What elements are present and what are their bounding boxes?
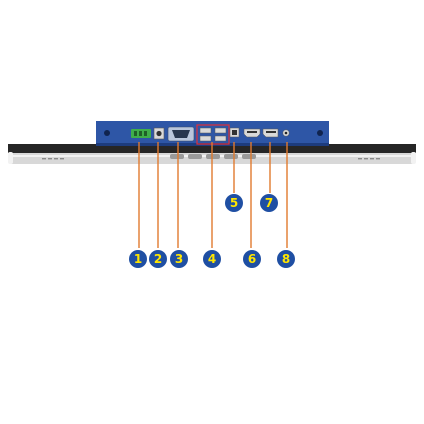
foot-pad: [224, 154, 238, 159]
audio-jack-icon: [282, 129, 290, 137]
callout-dc-jack: 2: [149, 142, 167, 268]
foot-pad: [170, 154, 184, 159]
usb-b-port-icon: [229, 127, 240, 138]
dc-jack-icon: [153, 127, 165, 140]
callout-power-terminal-block: 1: [129, 142, 147, 268]
callout-badge: [277, 250, 295, 268]
callout-displayport: 7: [260, 142, 278, 212]
bezel-left-cap: [8, 152, 13, 164]
bezel-right-cap: [411, 152, 416, 164]
foot-pad: [188, 154, 202, 159]
callout-badge: [203, 250, 221, 268]
callout-badge: [149, 250, 167, 268]
callout-number: 1: [134, 252, 142, 266]
callout-number: 6: [248, 252, 256, 266]
callout-number: 2: [154, 252, 162, 266]
vent-slot-icon: [364, 158, 368, 160]
io-panel: [96, 121, 329, 146]
displayport-icon: [262, 128, 279, 138]
vent-slot-icon: [60, 158, 64, 160]
bezel-left-vents: [42, 158, 64, 160]
callout-badge: [243, 250, 261, 268]
callout-vga-port: 3: [170, 142, 188, 268]
usb-ports-icon: [196, 124, 230, 145]
power-terminal-block-icon: [131, 129, 151, 138]
bezel-right-vents: [358, 158, 380, 160]
callout-number: 8: [282, 252, 290, 266]
screw-hole-icon: [104, 130, 110, 136]
vent-slot-icon: [42, 158, 46, 160]
callout-usb-ports: 4: [203, 142, 221, 268]
callout-badge: [129, 250, 147, 268]
callout-number: 3: [175, 252, 183, 266]
callout-badge: [225, 194, 243, 212]
callout-audio-jack: 8: [277, 142, 295, 268]
callout-badge: [170, 250, 188, 268]
vent-slot-icon: [376, 158, 380, 160]
callout-badge: [260, 194, 278, 212]
vent-slot-icon: [370, 158, 374, 160]
vent-slot-icon: [54, 158, 58, 160]
foot-pad: [206, 154, 220, 159]
screw-hole-icon: [317, 130, 323, 136]
callout-number: 4: [208, 252, 216, 266]
callout-hdmi-port: 6: [243, 142, 261, 268]
callout-usb-b-port: 5: [225, 142, 243, 212]
callout-number: 5: [230, 196, 238, 210]
vga-port-icon: [167, 126, 195, 142]
hdmi-port-icon: [243, 128, 261, 138]
vent-slot-icon: [48, 158, 52, 160]
vent-slot-icon: [358, 158, 362, 160]
callout-number: 7: [265, 196, 273, 210]
bezel-bottom-feet: [170, 154, 256, 159]
foot-pad: [242, 154, 256, 159]
